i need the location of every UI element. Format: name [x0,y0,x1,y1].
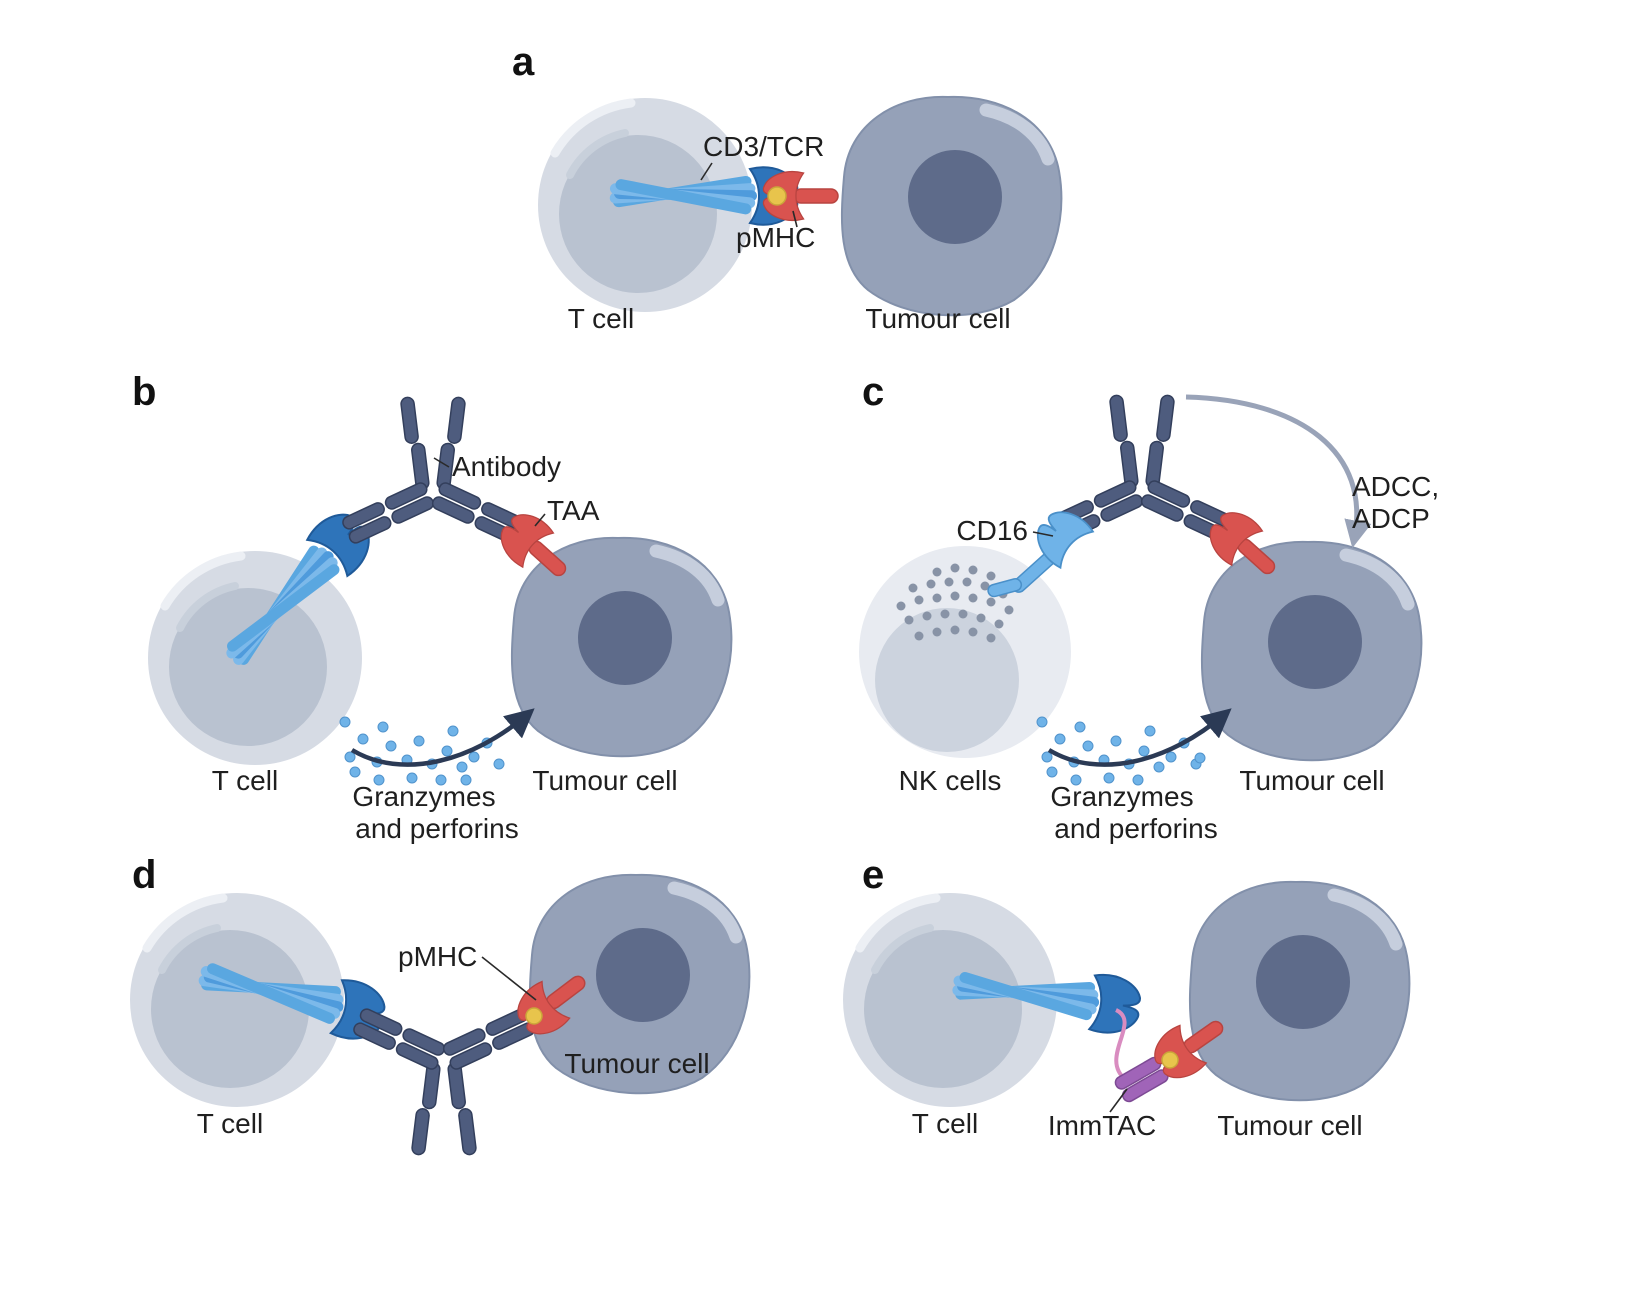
label-tumour-cell: Tumour cell [1239,765,1384,796]
peptide-icon [525,1007,543,1025]
label-t-cell: T cell [568,303,634,334]
panel-e-letter: e [862,853,884,897]
t-cell-shape [148,551,362,765]
label-immtac: ImmTAC [1048,1110,1156,1141]
label-tumour-cell: Tumour cell [1217,1110,1362,1141]
cd3-tcr-leader-line [700,162,713,181]
pmhc-leader-line [792,210,798,228]
label-cd16: CD16 [956,515,1028,546]
tumour-cell-shape [1190,882,1409,1100]
cd16-base-icon [987,578,1023,598]
granzyme-dots [339,716,505,786]
label-nk-cells: NK cells [899,765,1002,796]
label-granzymes-2: and perforins [355,813,518,844]
peptide-icon [767,186,787,206]
label-taa: TAA [547,495,600,526]
label-granzymes-1: Granzymes [1050,781,1193,812]
label-adcc-1: ADCC, [1352,471,1439,502]
panel-a-letter: a [512,40,535,84]
panel-c-letter: c [862,370,884,414]
label-tumour-cell: Tumour cell [564,1048,709,1079]
panel-b: b Antibody TAA T cell Granzymes and perf… [132,370,731,844]
label-tumour-cell: Tumour cell [532,765,677,796]
taa-leader-line [534,513,546,527]
panel-c: c CD16 ADCC, ADCP NK cells Granzymes and… [859,370,1439,844]
label-adcc-2: ADCP [1352,503,1430,534]
antibody-icon [351,1006,537,1157]
label-granzymes-1: Granzymes [352,781,495,812]
label-pmhc: pMHC [398,941,477,972]
cd16-leader-line [1032,531,1054,537]
granzyme-dots [1036,716,1206,786]
tumour-cell-shape [842,97,1061,315]
label-t-cell: T cell [912,1108,978,1139]
pmhc-leader-line [481,956,537,1001]
immtac-linker-icon [1114,1008,1128,1082]
granzyme-arrow [1047,708,1232,767]
antibody-leader-line [433,457,450,468]
label-antibody: Antibody [452,451,561,482]
label-granzymes-2: and perforins [1054,813,1217,844]
label-t-cell: T cell [197,1108,263,1139]
label-pmhc: pMHC [736,222,815,253]
panel-a: a CD3/TCR pMHC T cell Tumour cell [512,40,1061,334]
label-tumour-cell: Tumour cell [865,303,1010,334]
granzyme-arrow [350,708,535,767]
panel-b-letter: b [132,370,156,414]
peptide-icon [1161,1051,1179,1069]
adcc-arrow [1185,394,1372,549]
tumour-cell-shape [1202,542,1421,760]
label-cd3-tcr: CD3/TCR [703,131,824,162]
tumour-cell-shape [512,538,731,756]
panel-d-letter: d [132,853,156,897]
panel-d: d pMHC T cell Tumour cell [130,853,749,1157]
immtac-leader-line [1109,1088,1128,1113]
label-t-cell: T cell [212,765,278,796]
panel-e: e ImmTAC T cell Tumour cell [843,853,1409,1141]
